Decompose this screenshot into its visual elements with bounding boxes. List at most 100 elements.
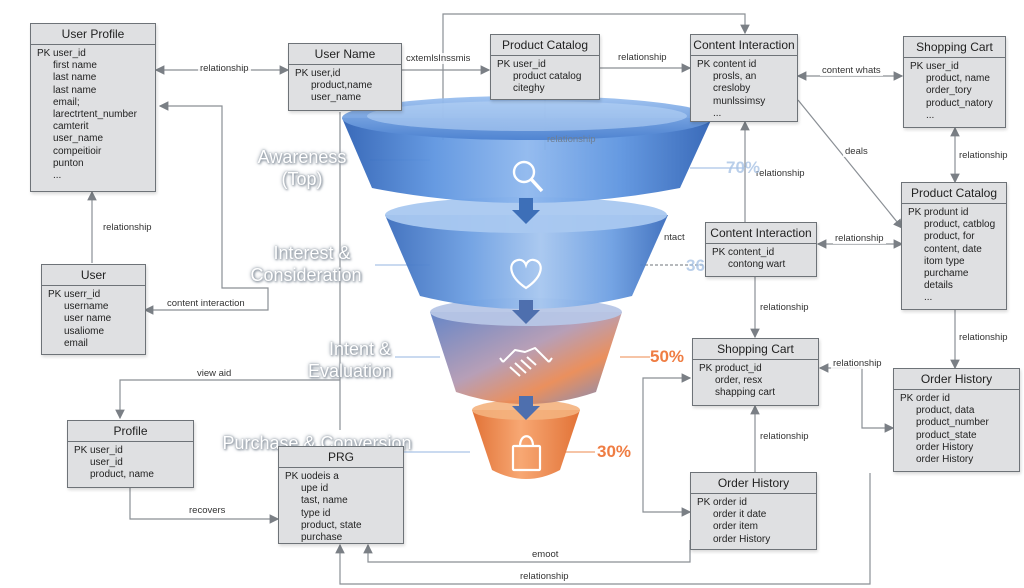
- field-row: product, name: [926, 73, 990, 85]
- funnel-tier-purchase: [472, 410, 580, 479]
- edge-recovers: [129, 488, 280, 524]
- pk-label: PK: [697, 497, 711, 508]
- entity-title: Order History: [894, 369, 1019, 390]
- field-row: ...: [924, 292, 933, 304]
- pk-label: PK: [900, 393, 914, 404]
- pk-field: user_id: [926, 61, 959, 72]
- stage-label-awareness: Awareness (Top): [232, 146, 372, 190]
- funnel: [342, 96, 712, 479]
- field-row: product_number: [916, 417, 989, 429]
- field-row: shapping cart: [715, 387, 776, 399]
- field-row: product catalog: [513, 71, 582, 83]
- search-icon: [512, 160, 544, 193]
- field-row: product, catblog: [924, 219, 996, 231]
- field-row: order item: [713, 521, 759, 533]
- field-row: last name: [53, 72, 97, 84]
- field-row: compeitioir: [53, 145, 102, 157]
- entity-title: Content Interaction: [706, 223, 816, 244]
- field-row: prosls, an: [713, 71, 757, 83]
- stage-label-line: Consideration: [250, 265, 362, 285]
- field-row: order it date: [713, 509, 767, 521]
- edge-label: recovers: [187, 505, 228, 516]
- edge-cart-order-bottom: [642, 373, 692, 517]
- field-row: last name: [53, 84, 97, 96]
- down-arrow-3: [512, 396, 540, 420]
- pk-field: user_id: [90, 445, 123, 456]
- edge-label: ntact: [664, 232, 685, 243]
- field-row: product_state: [916, 429, 977, 441]
- edge-label: relationship: [957, 150, 1010, 161]
- percentage-awareness: 70%: [726, 158, 761, 177]
- field-row: order_tory: [926, 85, 972, 97]
- down-arrow-1: [512, 198, 540, 224]
- edge-label: relationship: [518, 571, 571, 582]
- field-row: product, data: [916, 405, 975, 417]
- field-row: user_name: [53, 133, 104, 145]
- field-row: user name: [64, 313, 112, 325]
- field-row: cresloby: [713, 83, 751, 95]
- entity-title: Profile: [68, 421, 193, 442]
- entity-title: Shopping Cart: [693, 339, 818, 360]
- pk-field: produnt id: [924, 207, 969, 218]
- field-row: email;: [53, 96, 80, 108]
- field-row: punton: [53, 157, 84, 169]
- stage-label-intent: Intent & Evaluation: [290, 338, 410, 382]
- field-row: type id: [301, 507, 331, 519]
- edge-bottom-relationship: [335, 473, 871, 585]
- edge-label: emoot: [530, 549, 561, 560]
- entity-title: PRG: [279, 447, 403, 468]
- edge-label: deals: [843, 146, 870, 157]
- edge-view-aid: [115, 379, 340, 420]
- pk-label: PK: [699, 363, 713, 374]
- funnel-tier-intent: [430, 312, 622, 404]
- entity-title: Product Catalog: [491, 35, 599, 56]
- edge-top-loop: [442, 13, 750, 140]
- pk-label: PK: [497, 59, 511, 70]
- field-row: product,name: [311, 80, 373, 92]
- pk-label: PK: [285, 471, 299, 482]
- field-row: order History: [713, 533, 771, 545]
- percentage-intent: 50%: [650, 347, 685, 366]
- stage-label-line: Awareness: [257, 147, 347, 167]
- edge-label: relationship: [616, 52, 669, 63]
- field-row: product, for: [924, 231, 975, 243]
- pk-label: PK: [697, 59, 711, 70]
- edge-label: cxtemlsInssmis: [404, 53, 473, 64]
- field-row: itom type: [924, 255, 965, 267]
- pk-field: user,id: [311, 68, 341, 79]
- edge-cart-order: [818, 363, 895, 433]
- field-row: first name: [53, 60, 97, 72]
- pk-label: PK: [37, 48, 51, 59]
- field-row: order History: [916, 454, 974, 466]
- funnel-tier-awareness: [342, 118, 712, 203]
- pk-field: userr_id: [64, 289, 101, 300]
